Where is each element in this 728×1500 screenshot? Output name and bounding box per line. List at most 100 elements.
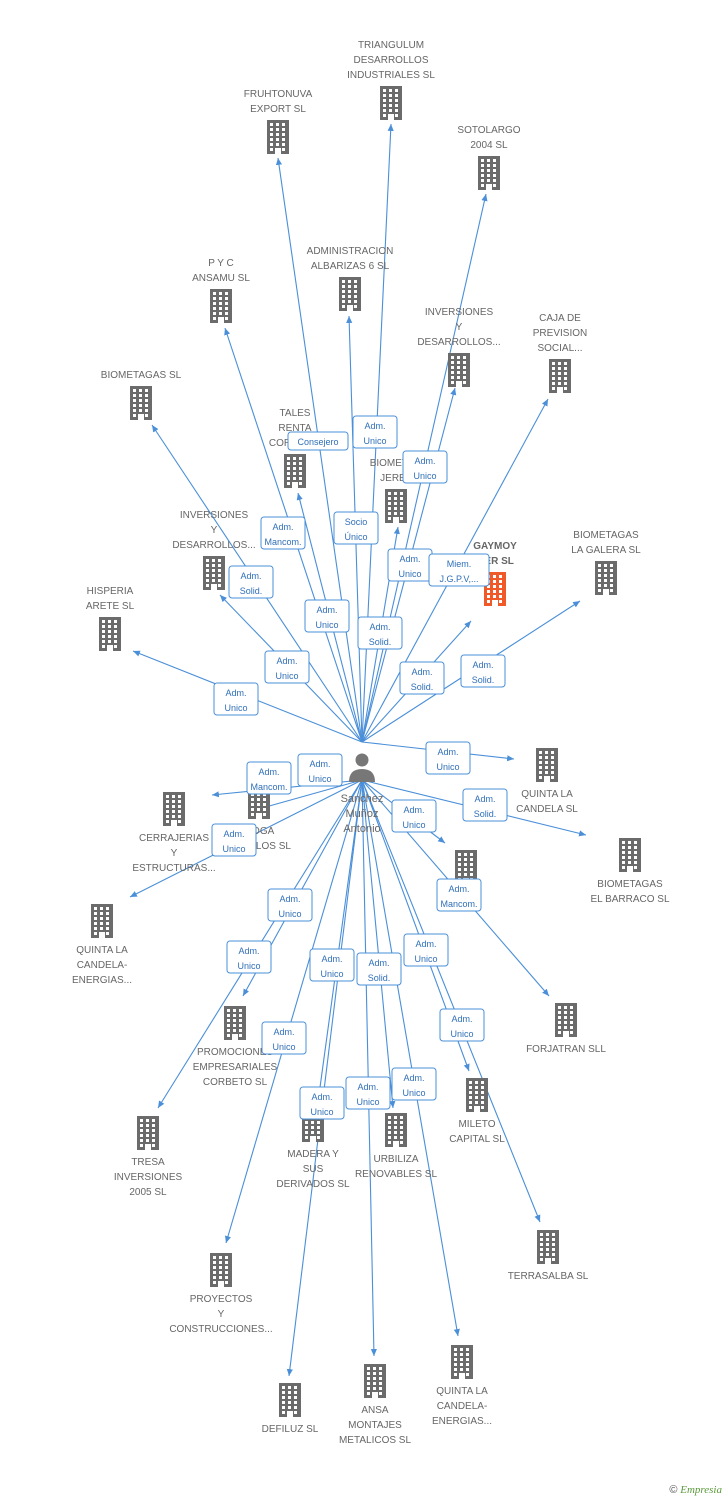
relation-label-cerrajerias[interactable]: Adm.Mancom.	[246, 761, 292, 795]
relation-label-tales[interactable]: Adm.Unico	[304, 599, 350, 633]
relation-label-quinta-energias-1[interactable]: Adm.Unico	[211, 823, 257, 857]
company-label-line: Y	[218, 1309, 225, 1320]
company-node-terrasalba[interactable]: TERRASALBA SL	[508, 1230, 589, 1282]
relation-label-line: Adm.	[414, 456, 435, 466]
relation-label-inv-desarrollos-1[interactable]: Adm.Unico	[387, 548, 433, 582]
relation-label-tresa[interactable]: Adm.Unico	[267, 888, 313, 922]
company-label-line: DESARROLLOS...	[417, 337, 500, 348]
relation-label-terrasalba[interactable]: Adm.Unico	[439, 1008, 485, 1042]
edge-oga-desarrollos	[254, 779, 363, 812]
edge-defiluz	[286, 779, 363, 1377]
relation-label-triangulum[interactable]: Adm.Unico	[352, 415, 398, 449]
relation-label-line: Adm.	[321, 954, 342, 964]
relation-label-mileto[interactable]: Adm.Unico	[403, 933, 449, 967]
relation-label-madera[interactable]: Adm.Unico	[309, 948, 355, 982]
relation-label-defiluz[interactable]: Adm.Unico	[299, 1086, 345, 1120]
person-name-line: Sanchez	[341, 793, 384, 805]
company-node-defiluz[interactable]: DEFILUZ SL	[262, 1383, 319, 1435]
building-icon	[478, 156, 500, 190]
company-node-proyectos[interactable]: PROYECTOSYCONSTRUCCIONES...	[169, 1253, 273, 1335]
relation-label-hisperia[interactable]: Adm.Unico	[213, 682, 259, 716]
company-label-line: INVERSIONES	[425, 307, 494, 318]
company-node-inv-desarrollos-2[interactable]: INVERSIONESYDESARROLLOS...	[172, 510, 256, 590]
relation-label-line: Adm.	[357, 1082, 378, 1092]
relation-label-caja-prevision[interactable]: Miem.J.G.P.V,...	[428, 553, 490, 587]
relation-label-ansa[interactable]: Adm. Unico	[345, 1076, 391, 1110]
building-icon	[137, 1116, 159, 1150]
relation-label-line: Unico	[310, 1107, 333, 1117]
relation-label-line: J.G.P.V,...	[439, 574, 478, 584]
relation-label-promociones[interactable]: Adm.Unico	[226, 940, 272, 974]
relation-label-line: Unico	[413, 471, 436, 481]
company-node-biometagas[interactable]: BIOMETAGAS SL	[101, 370, 182, 420]
company-label-line: TERRASALBA SL	[508, 1271, 589, 1282]
brand-watermark: © Empresia	[669, 1484, 722, 1496]
relation-label-line: Adm.	[223, 829, 244, 839]
relation-label-sotolargo[interactable]: Adm. Unico	[402, 450, 448, 484]
company-node-quinta-energias-1[interactable]: QUINTA LACANDELA-ENERGIAS...	[72, 904, 132, 986]
relation-label-biometagas-barraco[interactable]: Adm.Solid.	[462, 788, 508, 822]
relation-label-fruhtonuva[interactable]: Consejero	[287, 431, 349, 451]
relation-label-urbiliza[interactable]: Adm.Solid.	[356, 952, 402, 986]
company-label-line: BIOMETA...	[370, 458, 423, 469]
relation-label-biometagas-galera[interactable]: Adm.Solid.	[460, 654, 506, 688]
company-label-line: ALBARIZAS 6 SL	[311, 261, 390, 272]
company-node-forjatran[interactable]: FORJATRAN SLL	[526, 1003, 606, 1055]
relation-label-gaymoy[interactable]: Adm.Solid.	[399, 661, 445, 695]
company-label-line: 2005 SL	[129, 1187, 167, 1198]
building-icon	[99, 617, 121, 651]
relation-label-oga-desarrollos[interactable]: Adm.Unico	[297, 753, 343, 787]
person-name-line: Antonio	[343, 823, 380, 835]
edges-layer	[129, 123, 587, 1377]
relation-label-quinta-energias-2[interactable]: Adm.Unico	[391, 1067, 437, 1101]
relation-label-line: Solid.	[411, 682, 434, 692]
relation-label-biometagas-jerez[interactable]: Adm.Solid.	[357, 616, 403, 650]
company-node-quinta-energias-2[interactable]: QUINTA LACANDELA-ENERGIAS...	[432, 1345, 492, 1427]
company-label-line: DEFILUZ SL	[262, 1424, 319, 1435]
company-label-line: CANDELA-	[437, 1401, 488, 1412]
company-label-line: DESARROLLOS...	[172, 540, 255, 551]
relation-label-line: Unico	[398, 569, 421, 579]
company-node-biometagas-jerez[interactable]: BIOMETA...JEREZ	[370, 458, 423, 523]
relation-label-proyectos[interactable]: Adm.Unico	[261, 1021, 307, 1055]
relation-label-forjatran[interactable]: Adm.Mancom.	[436, 878, 482, 912]
relation-label-c-company[interactable]: Adm.Unico	[391, 799, 437, 833]
building-icon	[224, 1006, 246, 1040]
company-label-line: EXPORT SL	[250, 104, 306, 115]
company-label-line: QUINTA LA	[521, 789, 573, 800]
edge-proyectos	[224, 779, 363, 1244]
relation-label-line: Unico	[450, 1029, 473, 1039]
company-label-line: ANSAMU SL	[192, 273, 250, 284]
company-label-line: TALES	[280, 408, 311, 419]
company-node-inv-desarrollos-1[interactable]: INVERSIONESYDESARROLLOS...	[417, 307, 501, 387]
edge-ansa	[361, 779, 377, 1357]
company-node-cerrajerias[interactable]: CERRAJERIASYESTRUCTURAS...	[132, 792, 216, 874]
relation-label-quinta-candela[interactable]: Adm.Unico	[425, 741, 471, 775]
company-label-line: TRESA	[131, 1157, 165, 1168]
relation-label-biometagas[interactable]: Adm.Solid.	[228, 565, 274, 599]
company-node-caja-prevision[interactable]: CAJA DEPREVISIONSOCIAL...	[533, 313, 587, 393]
relation-label-inv-desarrollos-2[interactable]: Adm.Unico	[264, 650, 310, 684]
company-label-line: TRIANGULUM	[358, 40, 424, 51]
company-label-line: MADERA Y	[287, 1149, 339, 1160]
relation-label-line: Unico	[356, 1097, 379, 1107]
company-label-line: CANDELA-	[77, 960, 128, 971]
relation-label-pyc[interactable]: Adm.Mancom.	[260, 516, 306, 550]
